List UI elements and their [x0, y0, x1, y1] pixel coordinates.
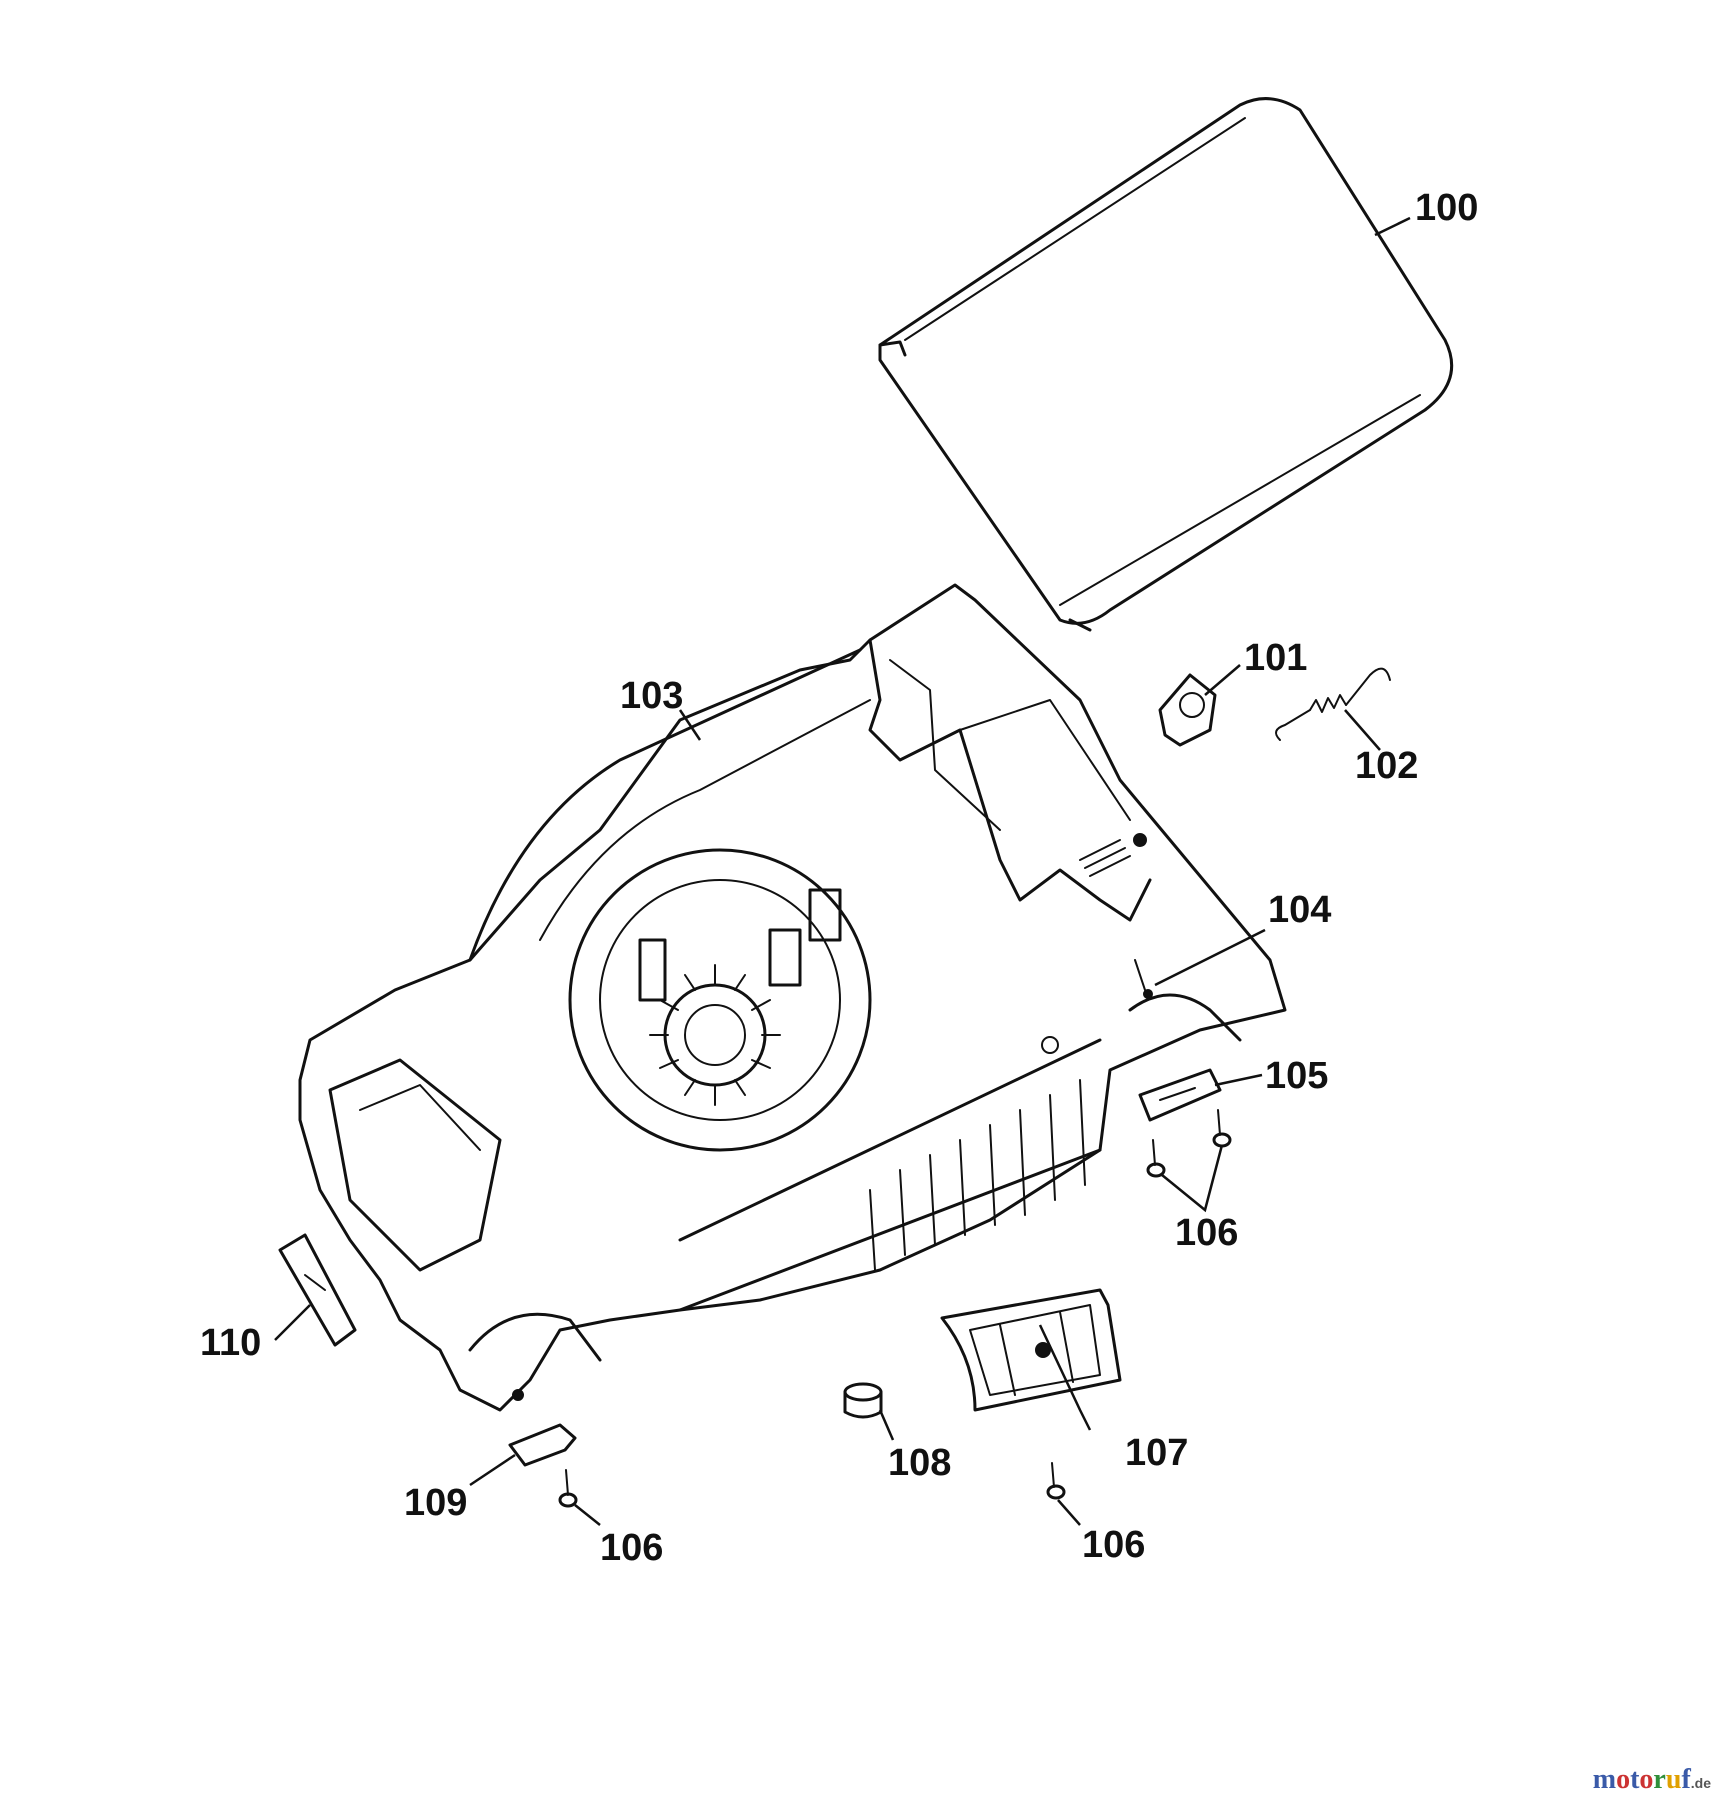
leader-lines [274, 216, 1411, 1526]
label-103: 103 [620, 675, 683, 717]
part-105-clip [1138, 1068, 1222, 1122]
label-104: 104 [1268, 889, 1331, 931]
part-110-plate [278, 1233, 357, 1347]
part-106-screw-107 [1046, 1462, 1066, 1500]
label-107: 107 [1125, 1432, 1188, 1474]
part-109-clip [508, 1423, 577, 1467]
label-109: 109 [404, 1482, 467, 1524]
label-106-109: 106 [600, 1527, 663, 1569]
part-100-lid [878, 97, 1454, 632]
part-106-screw-109 [558, 1469, 578, 1508]
label-100: 100 [1415, 187, 1478, 229]
part-101-block [1158, 673, 1217, 747]
part-104-screw [1134, 959, 1153, 999]
part-102-spring [1275, 667, 1391, 741]
watermark-logo: motoruf.de [1592, 1764, 1711, 1795]
label-108: 108 [888, 1442, 951, 1484]
label-102: 102 [1355, 745, 1418, 787]
part-107-flap [940, 1288, 1122, 1412]
label-106-107: 106 [1082, 1524, 1145, 1566]
part-108-plug [843, 1382, 883, 1419]
label-105: 105 [1265, 1055, 1328, 1097]
part-103-deck [298, 583, 1287, 1412]
label-101: 101 [1244, 637, 1307, 679]
label-106-right: 106 [1175, 1212, 1238, 1254]
label-110: 110 [200, 1322, 261, 1364]
